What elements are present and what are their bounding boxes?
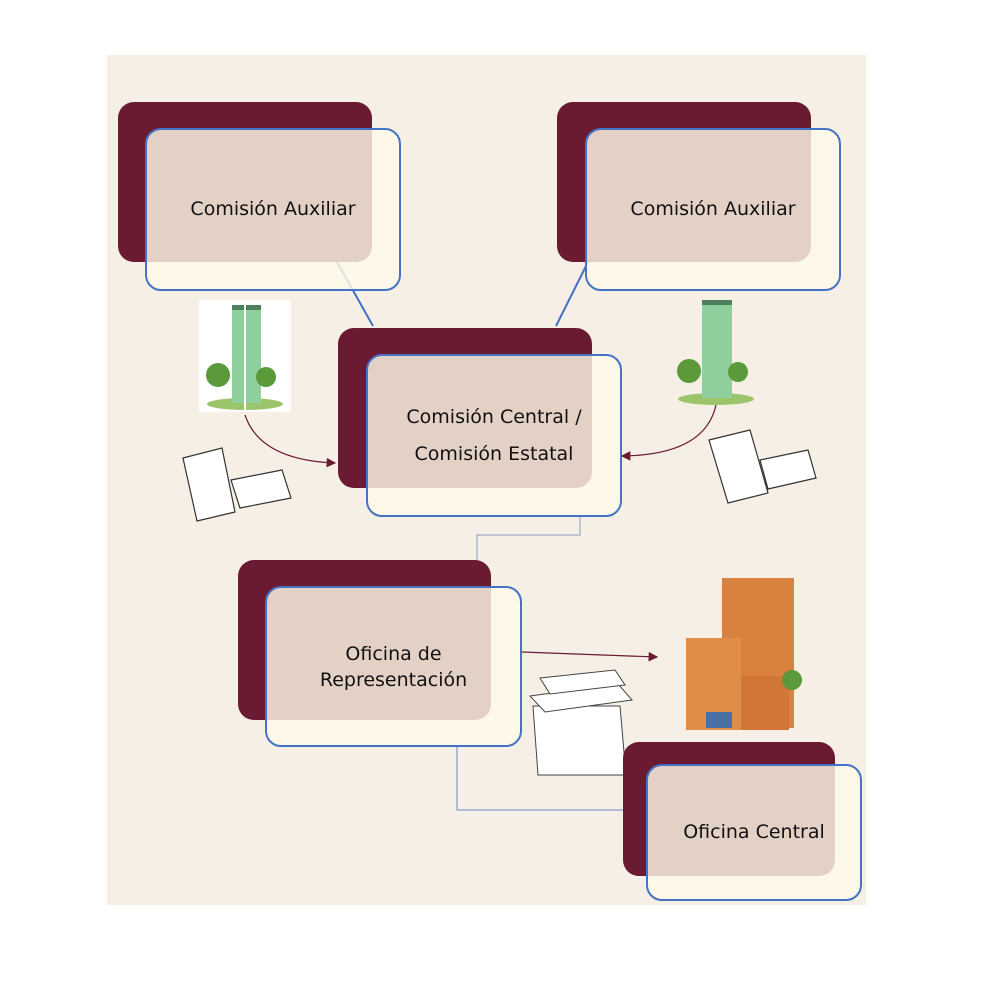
building-icon-right xyxy=(677,300,754,405)
arrow-right xyxy=(620,404,717,461)
node-oficina-central: Oficina Central xyxy=(646,764,862,901)
node-label-line2: Comisión Estatal xyxy=(414,442,574,465)
node-label: Comisión Auxiliar xyxy=(630,198,796,220)
connector-right xyxy=(555,261,589,327)
arrow-bottom xyxy=(521,651,659,662)
node-label-line1: Comisión Central / xyxy=(406,405,582,428)
letters-icon-right xyxy=(708,429,817,504)
arrow-left xyxy=(244,414,337,468)
office-building-icon xyxy=(686,578,802,730)
node-label: Comisión Auxiliar xyxy=(190,198,356,220)
node-oficina-representacion: Oficina de Representación xyxy=(265,586,522,747)
connector-central-oficina xyxy=(476,516,581,560)
node-comision-auxiliar-right: Comisión Auxiliar xyxy=(585,128,841,291)
letters-icon-left xyxy=(182,447,292,522)
node-label-line1: Oficina de xyxy=(345,642,442,665)
node-label-line2: Representación xyxy=(319,668,468,691)
node-comision-auxiliar-left: Comisión Auxiliar xyxy=(145,128,401,291)
connector-oficina-central xyxy=(456,746,623,811)
building-icon-left xyxy=(199,300,291,412)
node-label: Oficina Central xyxy=(683,821,825,843)
node-comision-central: Comisión Central / Comisión Estatal xyxy=(366,354,622,517)
document-stack-icon xyxy=(528,669,633,776)
